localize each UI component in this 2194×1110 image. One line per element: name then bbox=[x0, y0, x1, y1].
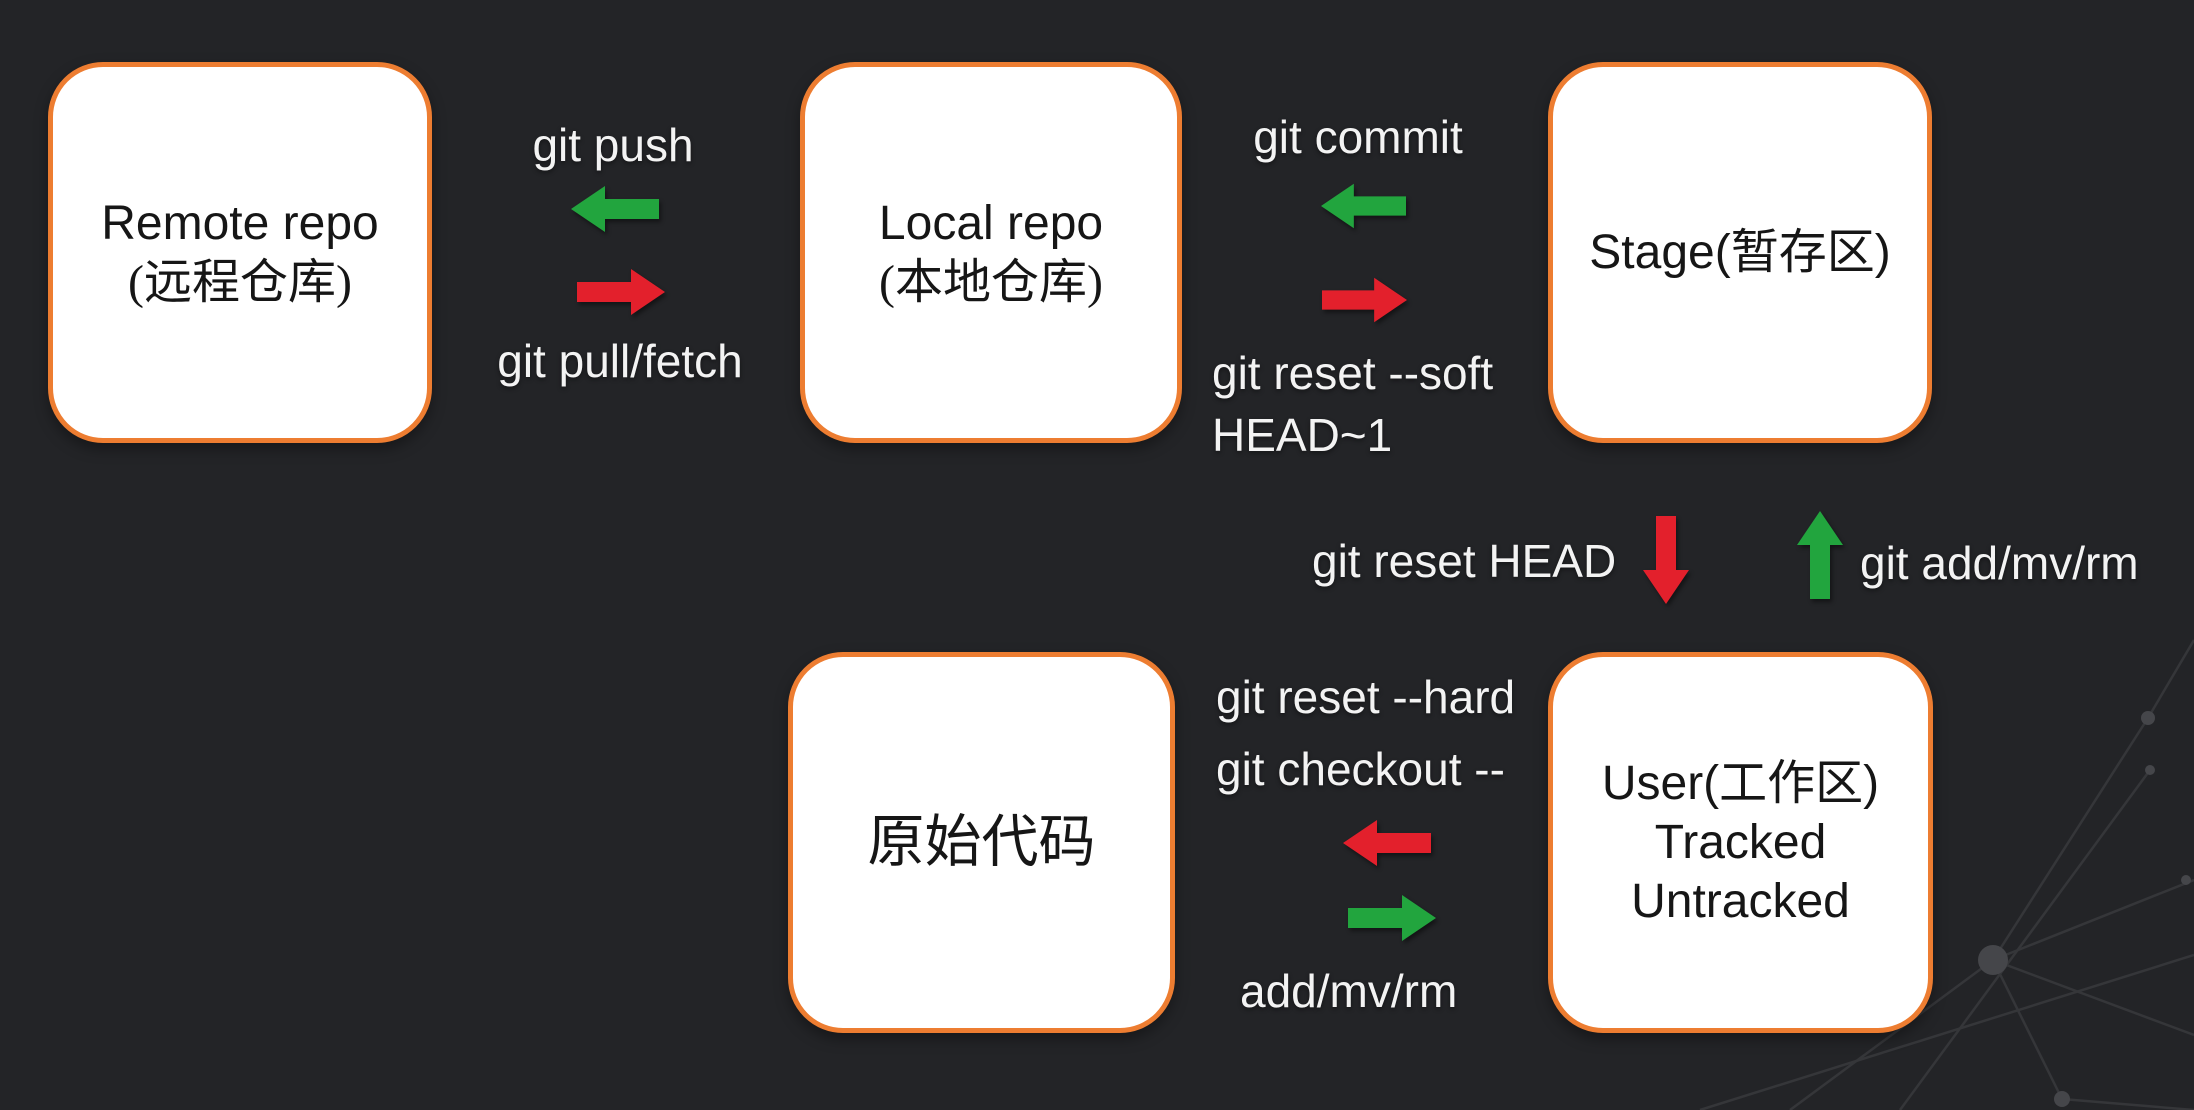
git-reset-head-red-down-arrow-icon bbox=[1643, 516, 1689, 604]
add-mv-rm-label: add/mv/rm bbox=[1240, 965, 1458, 1017]
remote-repo-box: Remote repo (远程仓库) bbox=[48, 62, 432, 443]
git-reset-hard-label: git reset --hard bbox=[1216, 671, 1516, 723]
local-repo-label-zh: (本地仓库) bbox=[879, 255, 1103, 309]
user-workspace-label-line2: Tracked bbox=[1654, 816, 1827, 869]
original-code-label: 原始代码 bbox=[868, 813, 1096, 872]
stage-label: Stage(暂存区) bbox=[1589, 223, 1890, 282]
git-reset-soft-label-line1: git reset --soft bbox=[1212, 347, 1494, 399]
original-code-box: 原始代码 bbox=[788, 652, 1175, 1033]
remote-repo-label: Remote repo (远程仓库) bbox=[101, 194, 378, 312]
git-add-mv-rm-label: git add/mv/rm bbox=[1860, 537, 2139, 589]
git-commit-label: git commit bbox=[1253, 111, 1463, 163]
user-workspace-label: User(工作区) Tracked Untracked bbox=[1602, 754, 1879, 931]
git-reset-soft-label-line2: HEAD~1 bbox=[1212, 409, 1393, 461]
git-reset-soft-label: git reset --soft HEAD~1 bbox=[1212, 342, 1493, 466]
local-repo-label: Local repo (本地仓库) bbox=[879, 194, 1103, 312]
stage-box: Stage(暂存区) bbox=[1548, 62, 1932, 443]
git-pull-fetch-red-right-arrow-icon bbox=[577, 269, 665, 315]
git-checkout-label: git checkout -- bbox=[1216, 743, 1505, 795]
local-repo-label-en: Local repo bbox=[878, 196, 1104, 250]
git-push-label: git push bbox=[532, 119, 694, 171]
original-code-label-text: 原始代码 bbox=[867, 810, 1096, 874]
local-repo-box: Local repo (本地仓库) bbox=[800, 62, 1182, 443]
git-reset-head-label: git reset HEAD bbox=[1312, 535, 1617, 587]
git-add-mv-rm-green-up-arrow-icon bbox=[1797, 511, 1843, 599]
git-push-green-left-arrow-icon bbox=[571, 186, 659, 232]
git-reset-soft-red-right-arrow-icon bbox=[1322, 277, 1407, 323]
add-mv-rm-green-right-arrow-icon bbox=[1348, 895, 1436, 941]
git-commit-green-left-arrow-icon bbox=[1321, 183, 1406, 229]
user-workspace-box: User(工作区) Tracked Untracked bbox=[1548, 652, 1933, 1033]
git-pull-fetch-label: git pull/fetch bbox=[497, 335, 743, 387]
user-workspace-label-line1: User(工作区) bbox=[1601, 757, 1880, 810]
stage-label-text: Stage(暂存区) bbox=[1589, 226, 1891, 279]
git-reset-hard-red-left-arrow-icon bbox=[1343, 820, 1431, 866]
user-workspace-label-line3: Untracked bbox=[1631, 875, 1850, 928]
remote-repo-label-zh: (远程仓库) bbox=[128, 255, 352, 309]
remote-repo-label-en: Remote repo bbox=[101, 196, 379, 250]
